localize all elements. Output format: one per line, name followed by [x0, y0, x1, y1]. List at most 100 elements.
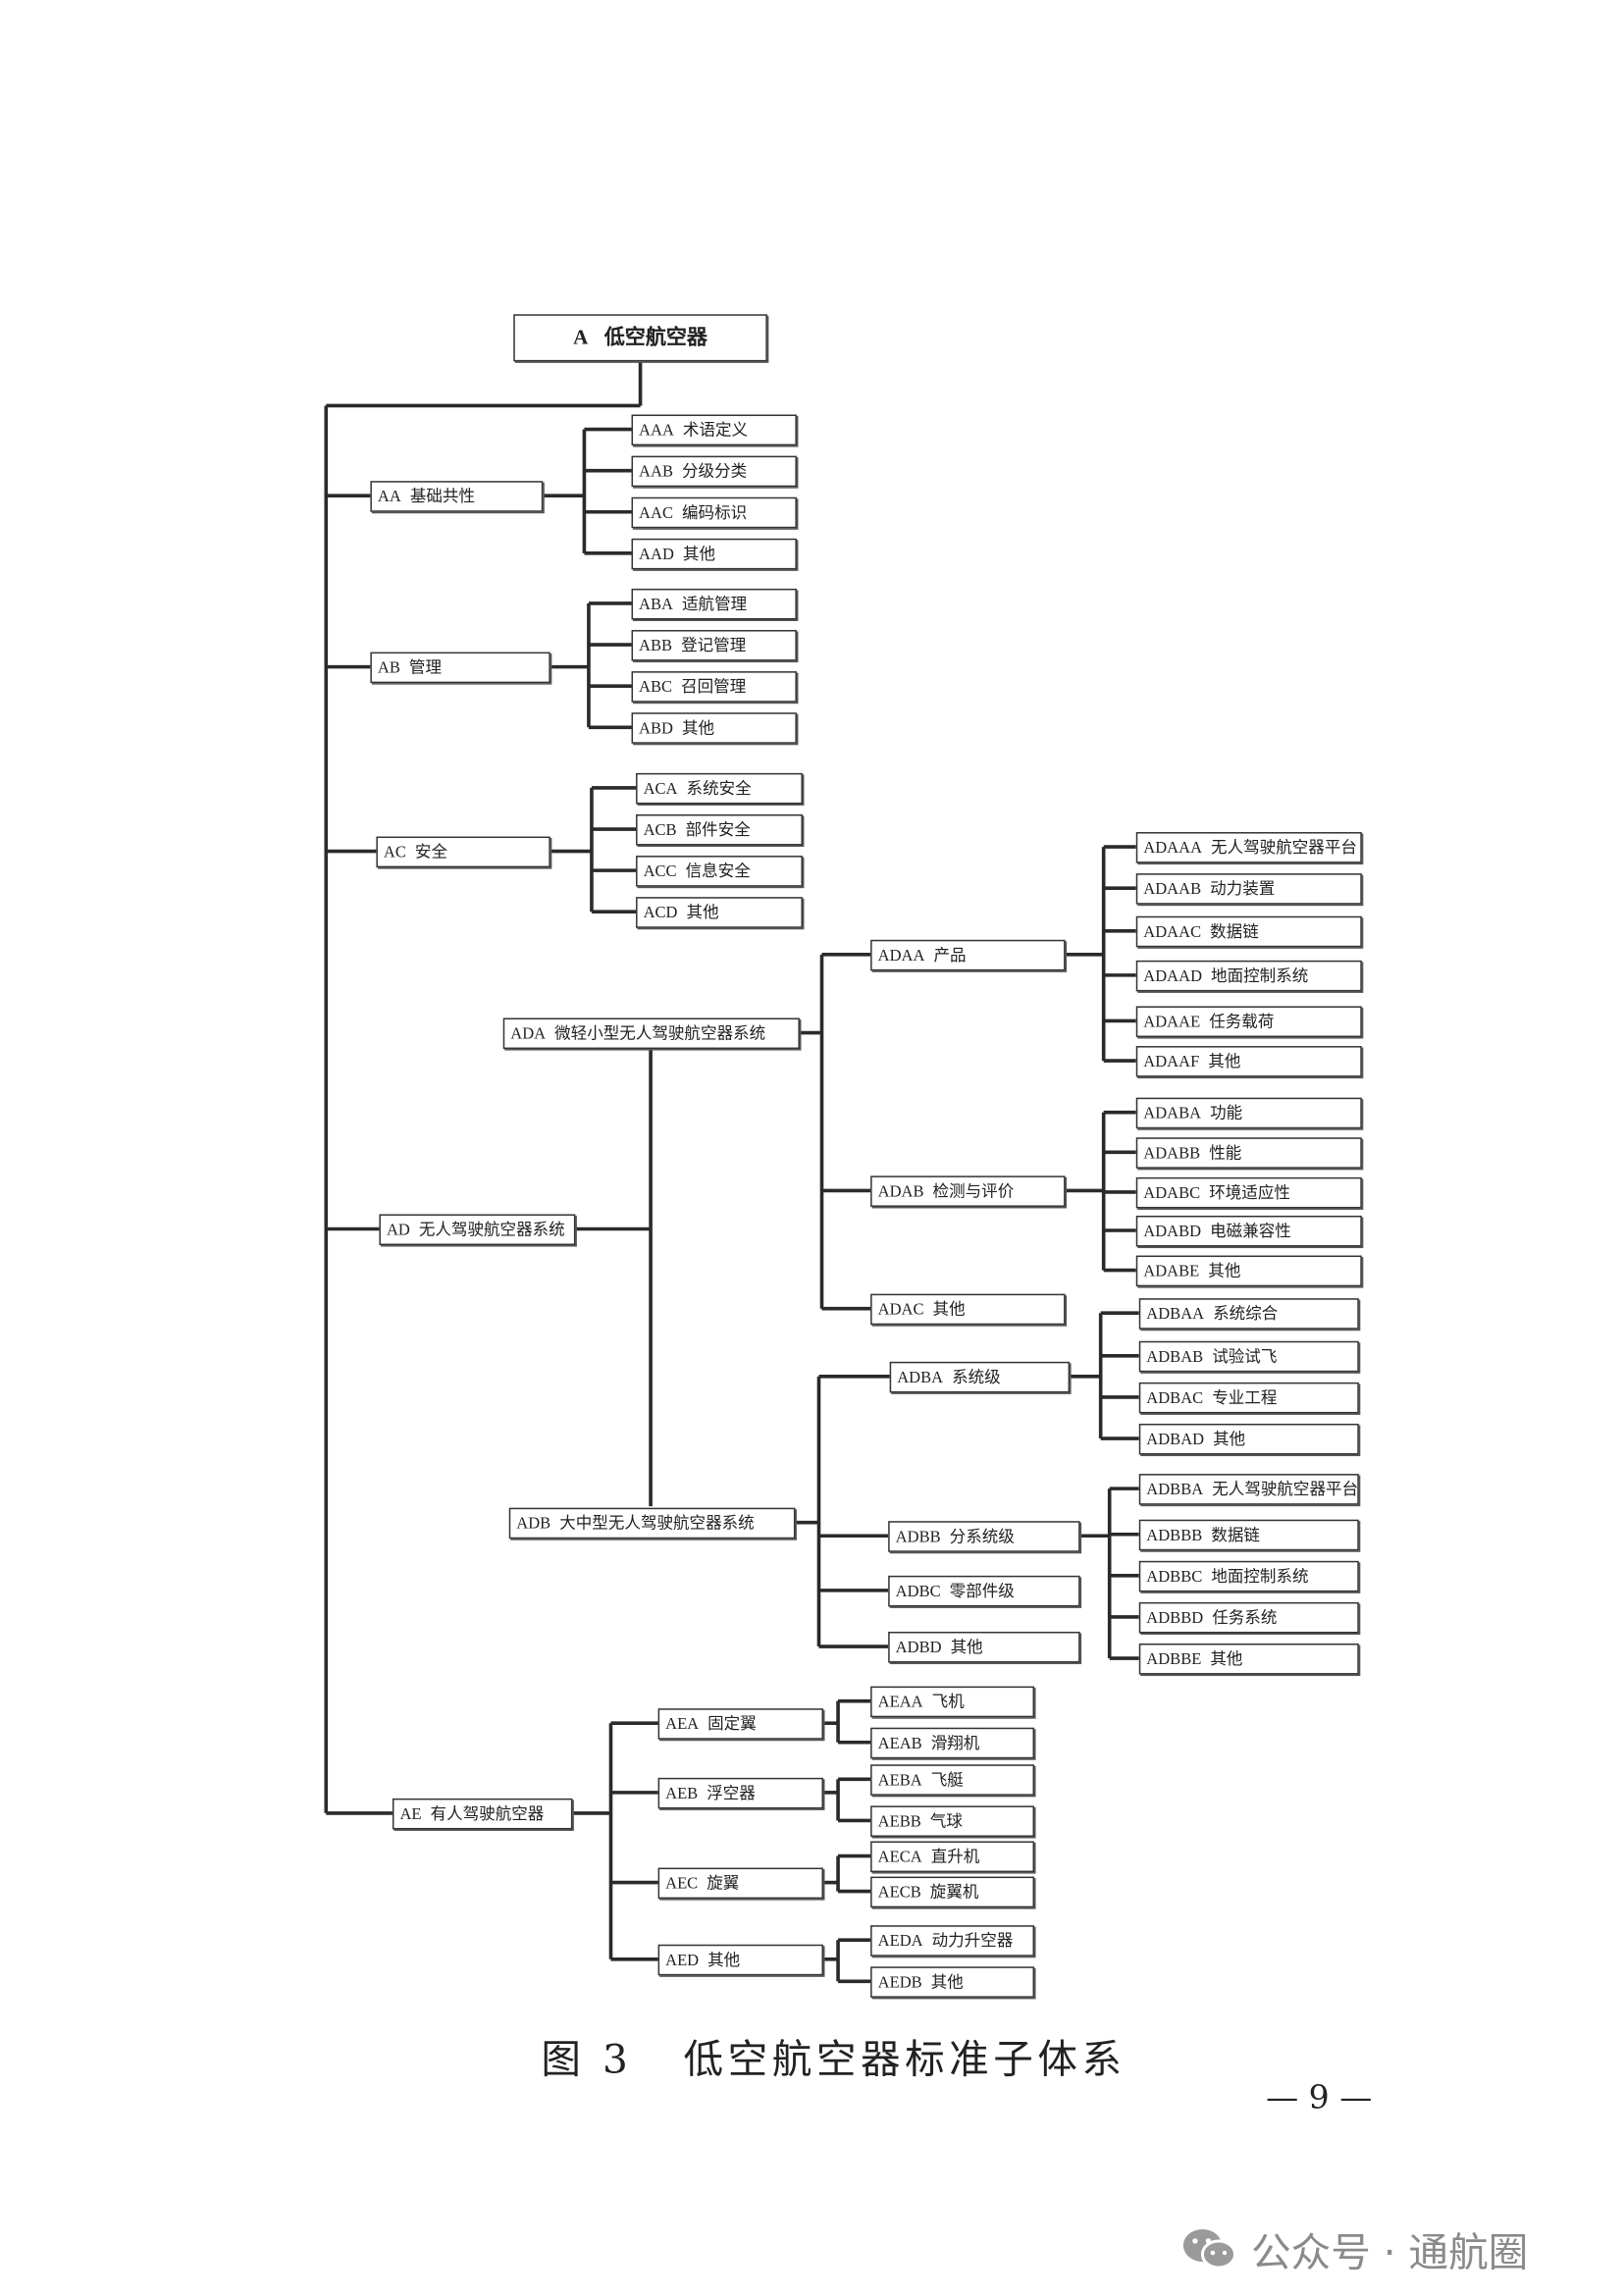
node-code: AA — [377, 487, 401, 505]
node-label: 其他 — [1208, 1051, 1241, 1070]
node-label: 环境适应性 — [1209, 1182, 1290, 1202]
node-label: 其他 — [682, 717, 715, 738]
node-code: ACC — [643, 861, 677, 880]
node-label: 飞机 — [931, 1691, 965, 1711]
node-code: ADBC — [895, 1582, 941, 1600]
node-code: ADAAF — [1143, 1052, 1200, 1070]
node-label: 数据链 — [1210, 920, 1259, 941]
node-label: 滑翔机 — [930, 1732, 980, 1752]
node-label: 其他 — [1208, 1260, 1241, 1280]
wechat-icon — [1180, 2225, 1239, 2272]
node-ae: AE 有人驾驶航空器 — [392, 1798, 573, 1829]
node-label: 其他 — [686, 902, 719, 921]
figure-caption: 图 3 低空航空器标准子体系 — [541, 2037, 1126, 2084]
node-code: ADBAB — [1146, 1347, 1204, 1366]
node-code: AECB — [877, 1883, 921, 1902]
node-code: AECA — [877, 1848, 922, 1866]
node-code: AAD — [639, 545, 674, 563]
node-adabb: ADABB 性能 — [1135, 1136, 1362, 1169]
node-label: 其他 — [932, 1298, 966, 1319]
node-code: AEDA — [877, 1931, 923, 1951]
node-label: 任务系统 — [1212, 1607, 1278, 1627]
node-label: 试验试飞 — [1212, 1346, 1278, 1366]
node-code: ADBD — [895, 1638, 942, 1656]
node-label: 部件安全 — [685, 819, 751, 839]
node-label: 其他 — [1213, 1429, 1246, 1448]
node-code: AE — [399, 1804, 422, 1823]
node-code: ADABB — [1143, 1144, 1201, 1163]
node-code: AEB — [665, 1784, 699, 1802]
node-code: AEA — [665, 1714, 700, 1733]
node-aeab: AEAB 滑翔机 — [870, 1726, 1035, 1758]
node-code: ADABC — [1143, 1183, 1201, 1202]
node-code: ADBBE — [1146, 1649, 1202, 1668]
node-code: ACB — [643, 820, 677, 839]
node-code: ADBAC — [1146, 1388, 1204, 1407]
node-code: ADBB — [895, 1527, 941, 1546]
node-label: 任务载荷 — [1209, 1011, 1275, 1031]
node-code: ADAAD — [1143, 966, 1203, 985]
node-code: ADAAA — [1143, 838, 1203, 857]
node-code: ADA — [510, 1024, 547, 1043]
node-label: 动力升空器 — [931, 1930, 1014, 1951]
node-aea: AEA 固定翼 — [657, 1707, 824, 1739]
root-code: A — [573, 327, 589, 350]
node-aeda: AEDA 动力升空器 — [870, 1924, 1035, 1957]
node-code: AEC — [665, 1874, 699, 1893]
node-label: 无人驾驶航空器系统 — [418, 1219, 565, 1239]
page-number: — 9 — — [1266, 2080, 1373, 2117]
node-code: ADBBD — [1146, 1608, 1204, 1627]
node-code: ADAA — [877, 946, 925, 965]
node-code: ABC — [639, 677, 673, 696]
node-label: 基础共性 — [409, 486, 475, 505]
node-label: 无人驾驶航空器平台 — [1212, 1479, 1359, 1498]
node-code: ADAAB — [1143, 879, 1202, 898]
node-label: 编码标识 — [682, 501, 748, 522]
node-code: AEDB — [877, 1973, 922, 1992]
node-label: 有人驾驶航空器 — [430, 1803, 545, 1823]
node-label: 旋翼机 — [929, 1881, 979, 1902]
node-label: 电磁兼容性 — [1210, 1221, 1291, 1240]
node-adbbd: ADBBD 任务系统 — [1138, 1601, 1359, 1633]
node-label: 飞艇 — [930, 1769, 964, 1790]
node-acd: ACD 其他 — [636, 896, 803, 928]
node-label: 性能 — [1209, 1142, 1242, 1163]
node-code: AAC — [639, 503, 673, 522]
node-code: AEAB — [877, 1734, 922, 1752]
node-code: AEAA — [877, 1693, 923, 1711]
node-adbd: ADBD 其他 — [888, 1631, 1080, 1662]
node-label: 适航管理 — [682, 594, 748, 613]
node-label: 系统安全 — [686, 778, 752, 798]
node-label: 数据链 — [1211, 1524, 1260, 1544]
node-code: AEBA — [877, 1771, 922, 1790]
node-code: ABB — [639, 636, 673, 654]
node-label: 固定翼 — [707, 1713, 757, 1733]
node-code: AD — [386, 1221, 410, 1239]
node-label: 其他 — [950, 1637, 983, 1656]
node-label: 动力装置 — [1210, 878, 1276, 898]
node-code: ACD — [643, 903, 678, 921]
node-aeaa: AEAA 飞机 — [870, 1685, 1035, 1717]
node-adbab: ADBAB 试验试飞 — [1138, 1340, 1359, 1372]
node-label: 气球 — [929, 1810, 963, 1831]
